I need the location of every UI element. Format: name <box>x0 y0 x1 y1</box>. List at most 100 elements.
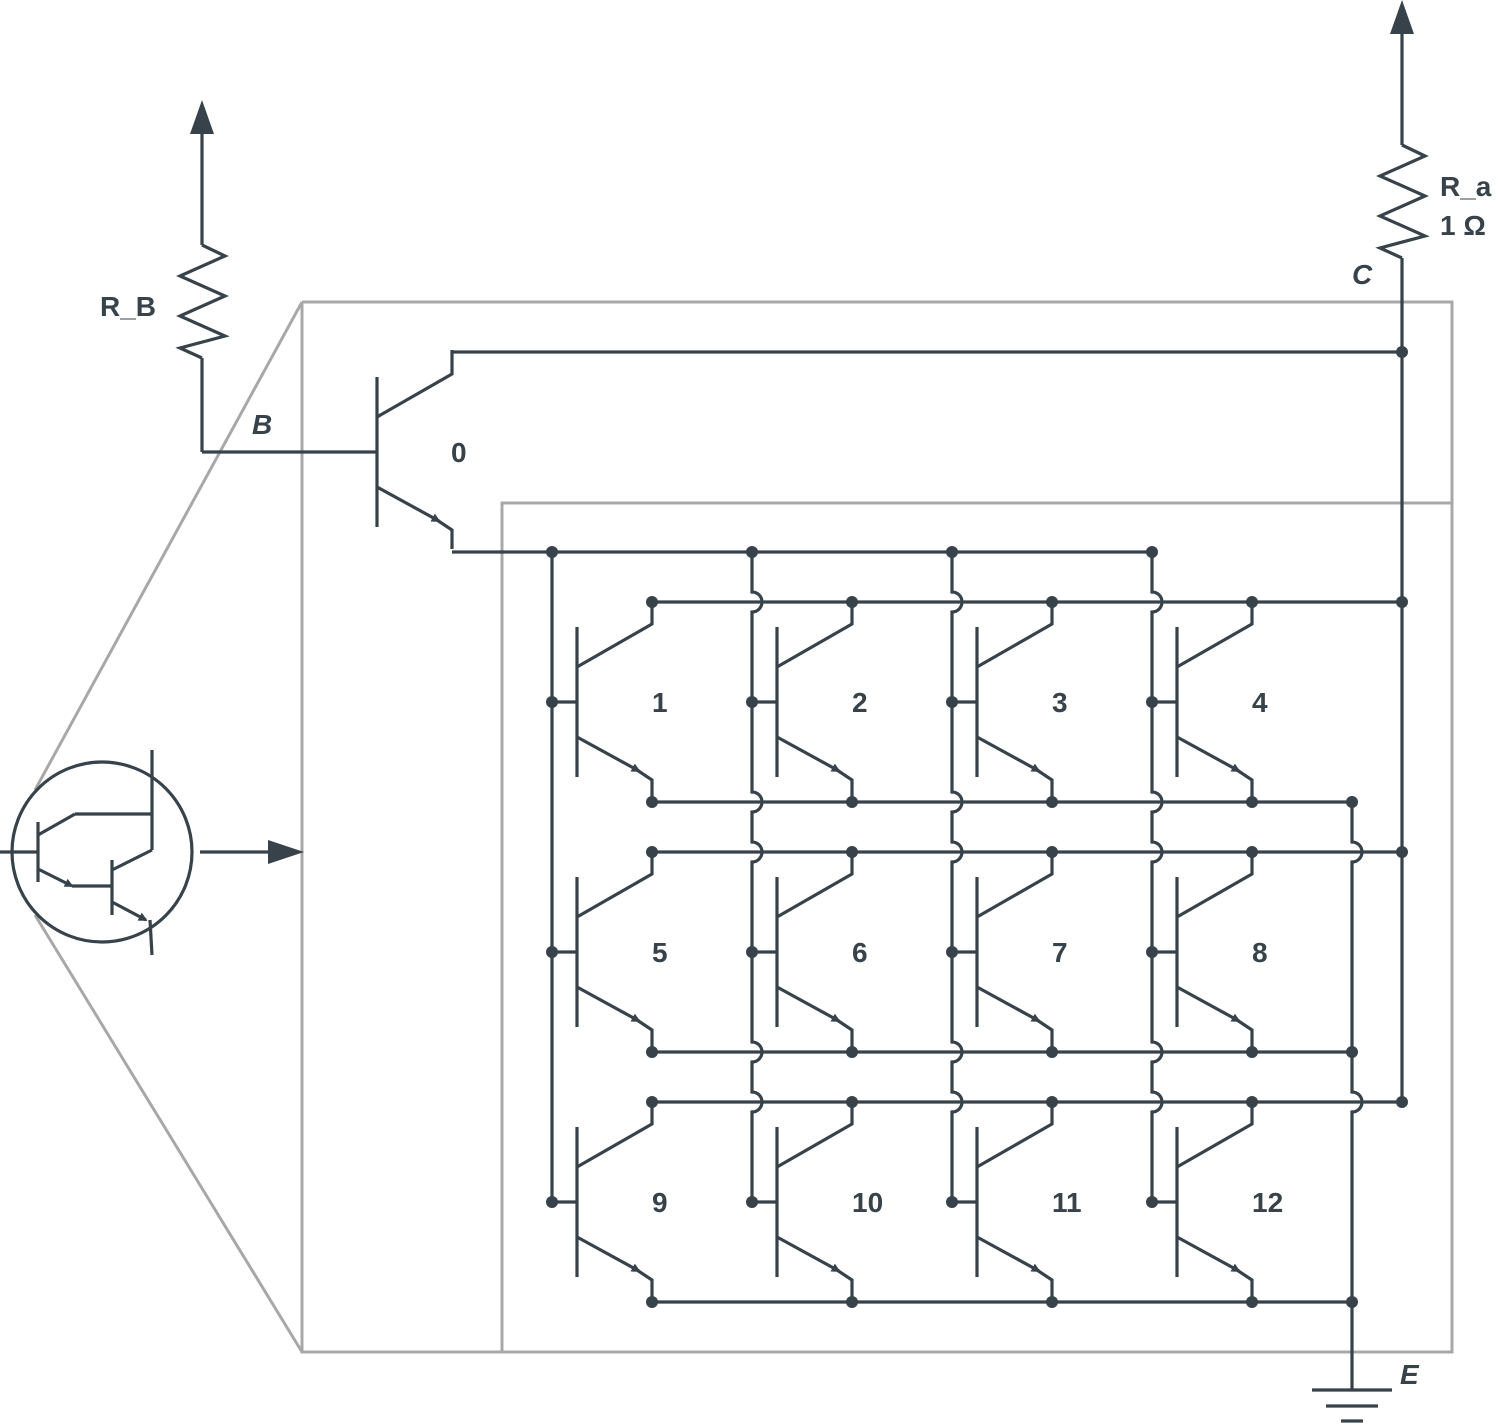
label-ra-value: 1 Ω <box>1440 210 1486 241</box>
transistor-1-emitter-lead <box>636 768 654 799</box>
resistor-ra <box>1375 143 1430 260</box>
junction-dot <box>1246 1046 1258 1058</box>
transistor-0-collector <box>376 350 454 419</box>
transistor-4-emitter <box>1176 735 1241 773</box>
junction-dot <box>1246 1096 1258 1108</box>
transistor-6-emitter <box>776 985 841 1023</box>
transistor-5-emitter-lead <box>636 1018 654 1049</box>
resistor-rb <box>175 243 230 360</box>
label-rb: R_B <box>100 291 156 322</box>
junction-dot <box>1046 1046 1058 1058</box>
transistor-8-emitter <box>1176 985 1241 1023</box>
transistor-0-emitter-lead <box>436 518 454 549</box>
junction-dot <box>1146 696 1158 708</box>
transistor-3-emitter-lead <box>1036 768 1054 799</box>
junction-dot <box>1046 596 1058 608</box>
junction-dot <box>946 546 958 558</box>
rb-branch <box>175 100 377 454</box>
transistor-4-label: 4 <box>1252 687 1268 718</box>
junction-dot <box>1246 1296 1258 1308</box>
transistor-12-emitter <box>1176 1235 1241 1273</box>
transistor-4-emitter-lead <box>1236 768 1254 799</box>
transistor-6-emitter-lead <box>836 1018 854 1049</box>
transistor-7-collector <box>976 850 1054 919</box>
transistor-6-label: 6 <box>852 937 868 968</box>
label-node-e: E <box>1400 1359 1420 1390</box>
transistor-11-label: 11 <box>1052 1187 1082 1218</box>
junction-dot <box>646 846 658 858</box>
junction-dot <box>1046 796 1058 808</box>
transistor-6-collector <box>776 850 854 919</box>
ground-symbol <box>1312 1302 1392 1423</box>
junction-dot <box>1246 846 1258 858</box>
junction-dot <box>946 946 958 958</box>
junction-dot <box>846 596 858 608</box>
junction-dot <box>846 1046 858 1058</box>
junction-dot <box>1046 846 1058 858</box>
junction-dot <box>1246 796 1258 808</box>
transistor-3-label: 3 <box>1052 687 1068 718</box>
junction-dot <box>946 1196 958 1208</box>
base-rail <box>750 552 764 1202</box>
transistor-2-emitter-lead <box>836 768 854 799</box>
junction-dot <box>746 1196 758 1208</box>
transistor-8-emitter-lead <box>1236 1018 1254 1049</box>
label-node-c: C <box>1352 259 1373 290</box>
junction-dot <box>746 946 758 958</box>
junction-dot <box>646 1296 658 1308</box>
junction-dot <box>846 1096 858 1108</box>
transistor-2-emitter <box>776 735 841 773</box>
junction-dot <box>646 1046 658 1058</box>
supply-arrow-c <box>1390 0 1414 34</box>
junction-dot <box>646 1096 658 1108</box>
transistor-2-collector <box>776 600 854 669</box>
transistor-10-label: 10 <box>852 1187 883 1218</box>
transistor-8-collector <box>1176 850 1254 919</box>
junction-dot <box>1396 846 1408 858</box>
junction-dot <box>1396 1096 1408 1108</box>
transistor-9-label: 9 <box>652 1187 668 1218</box>
junction-dot <box>1146 546 1158 558</box>
transistor-10-emitter <box>776 1235 841 1273</box>
junction-dot <box>1146 946 1158 958</box>
transistor-1-label: 1 <box>652 687 668 718</box>
transistor-4-collector <box>1176 600 1254 669</box>
transistor-5-emitter <box>576 985 641 1023</box>
transistor-7-emitter-lead <box>1036 1018 1054 1049</box>
junction-dot <box>646 796 658 808</box>
base-rail <box>1350 802 1364 1302</box>
transistor-11-emitter-lead <box>1036 1268 1054 1299</box>
junction-dot <box>846 846 858 858</box>
junction-dot <box>1346 1046 1358 1058</box>
transistor-11-emitter <box>976 1235 1041 1273</box>
transistor-7-label: 7 <box>1052 937 1068 968</box>
junction-dot <box>1046 1296 1058 1308</box>
ra-branch <box>1375 0 1430 1102</box>
junction-dot <box>1146 1196 1158 1208</box>
transistor-2-label: 2 <box>852 687 868 718</box>
transistor-1-emitter <box>576 735 641 773</box>
transistor-0-emitter <box>376 485 441 523</box>
junction-dot <box>546 1196 558 1208</box>
junction-dot <box>746 696 758 708</box>
junction-dot <box>1396 596 1408 608</box>
junction-dot <box>1346 796 1358 808</box>
transistor-12-label: 12 <box>1252 1187 1283 1218</box>
transistor-5-collector <box>576 850 654 919</box>
junction-dot <box>1046 1096 1058 1108</box>
transistor-1-collector <box>576 600 654 669</box>
base-rail <box>950 552 964 1202</box>
transistor-12-emitter-lead <box>1236 1268 1254 1299</box>
junction-dot <box>546 946 558 958</box>
label-ra-name: R_a <box>1440 171 1492 202</box>
junction-dot <box>1396 346 1408 358</box>
junction-dot <box>546 546 558 558</box>
junction-dot <box>746 546 758 558</box>
transistor-3-collector <box>976 600 1054 669</box>
inner-frame <box>500 501 1454 1354</box>
transistor-5-label: 5 <box>652 937 668 968</box>
transistor-7-emitter <box>976 985 1041 1023</box>
label-node-b: B <box>252 409 272 440</box>
